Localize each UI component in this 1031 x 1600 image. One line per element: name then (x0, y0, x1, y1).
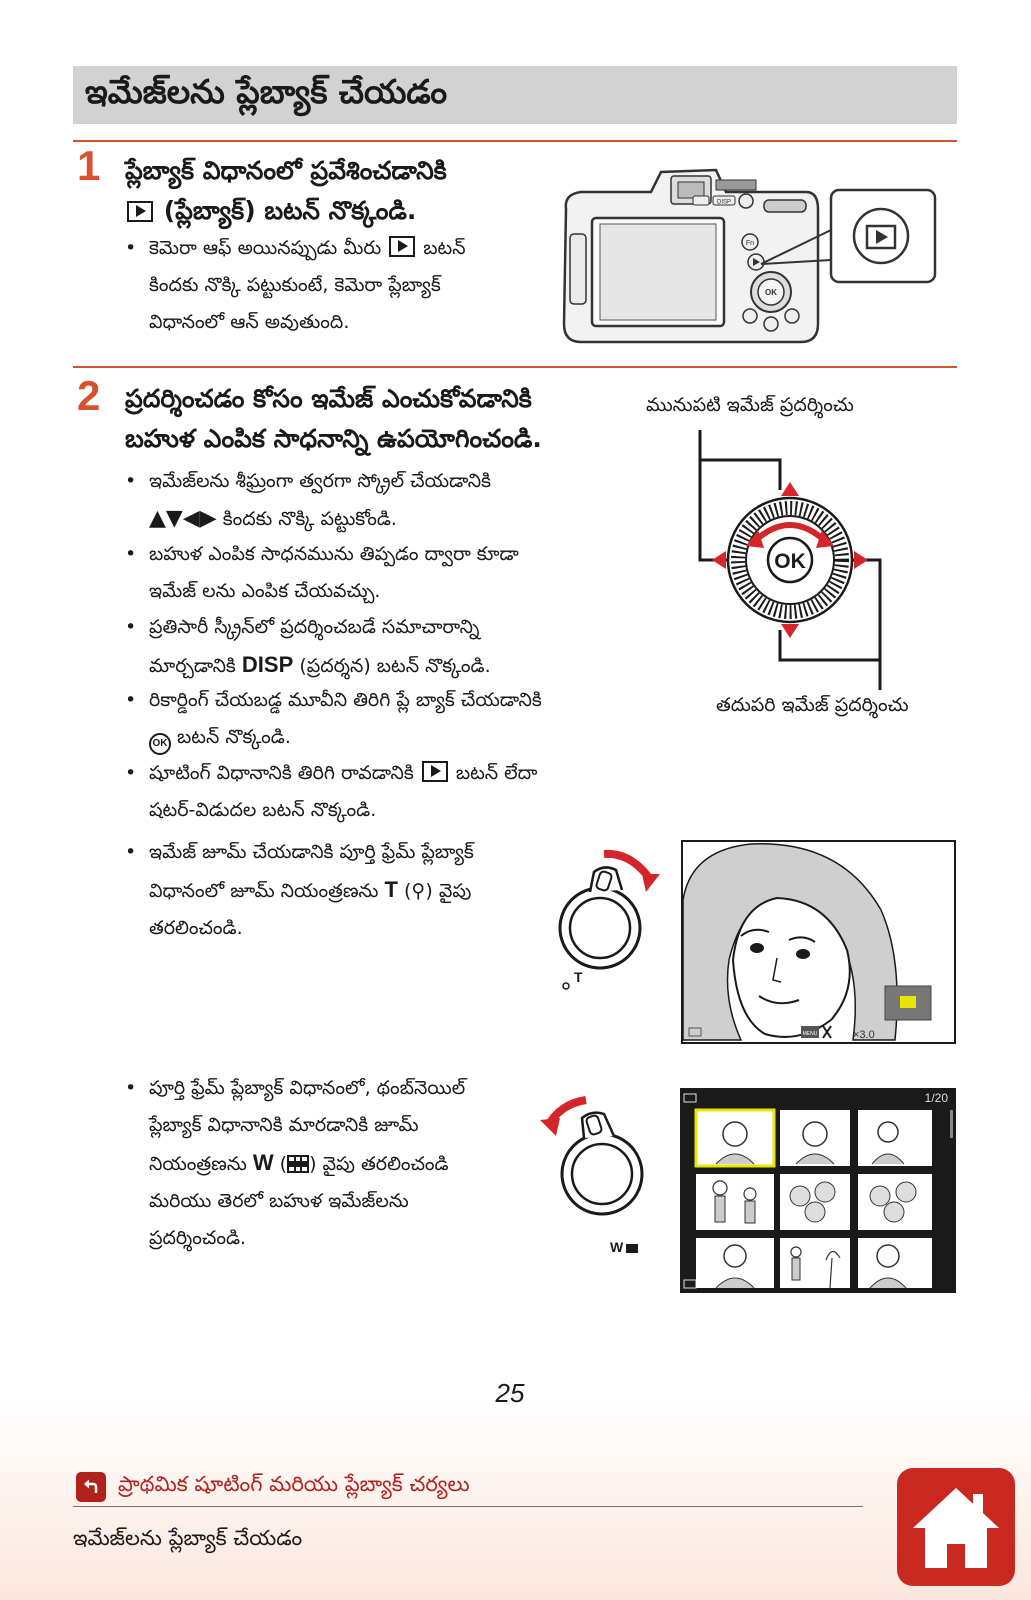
step-2-heading-line2: బహుళ ఎంపిక సాధనాన్ని ఉపయోగించండి. (125, 424, 542, 453)
zoom-in-symbol: (⚲) (404, 880, 433, 902)
home-icon (913, 1488, 999, 1568)
section-divider (73, 366, 957, 368)
zoom-w-label: W (610, 1239, 624, 1255)
dial-ok-label: OK (774, 550, 806, 573)
back-link-label: ప్రాథమిక షూటింగ్ మరియు ప్లేబ్యాక్ చర్యలు (118, 1472, 470, 1496)
fn-label: Fn (746, 240, 754, 247)
playback-icon (127, 201, 153, 222)
section-divider (73, 140, 957, 142)
step-2-bullet-5: • షూటింగ్ విధానానికి తిరిగి రావడానికి బట… (125, 761, 538, 821)
step-1-heading-line2: (ప్లేబ్యాక్) బటన్ నొక్కండి. (125, 192, 416, 230)
multi-selector-dial: OK (698, 430, 882, 690)
thumbnail-playback-screen: 1/20 (680, 1088, 956, 1293)
step-1-number: 1 (77, 142, 101, 189)
step-2-bullet-1: • ఇమేజ్‌లను శీఘ్రంగా త్వరగా స్క్రోల్ చేయ… (125, 470, 492, 531)
playback-icon (389, 236, 416, 257)
thumbnail-row-1 (694, 1108, 932, 1168)
playback-icon (421, 761, 448, 782)
zoom-t-label: T (574, 969, 583, 985)
thumbnail-row-3 (696, 1238, 932, 1289)
menu-tag: MENU (803, 1031, 818, 1037)
zoom-t-key: T (384, 877, 398, 902)
footer-divider (73, 1506, 863, 1507)
zoom-control-w-illustration: W (540, 1096, 644, 1255)
thumbnail-grid-icon (287, 1155, 310, 1173)
step-2-bullet-7: • పూర్తి ఫ్రేమ్ ప్లేబ్యాక్ విధానంలో, థంబ… (125, 1077, 466, 1249)
zoom-factor: ×3.0 (853, 1029, 875, 1041)
step-2-bullet-3: • ప్రతిసారీ స్క్రీన్‌లో ప్రదర్శించబడే సమ… (125, 616, 491, 677)
camera-ok-label: OK (765, 288, 777, 297)
thumbnail-row-2 (696, 1174, 932, 1230)
zoomed-playback-screen: MENU ×3.0 (681, 840, 956, 1044)
disp-label: DISP (717, 200, 731, 206)
step-2-bullet-6: • ఇమేజ్ జూమ్ చేయడానికి పూర్తి ఫ్రేమ్ ప్ల… (125, 841, 474, 939)
zoom-w-key: W (252, 1150, 274, 1175)
footer-background (0, 1400, 1031, 1600)
thumbnail-counter: 1/20 (925, 1091, 949, 1105)
camera-back-illustration: DISP Fn OK (562, 168, 937, 344)
step-1-bullet: • కెమెరా ఆఫ్ అయినప్పుడు మీరు బటన్ కిందకు… (125, 236, 466, 333)
caption-next-image: తదుపరి ఇమేజ్ ప్రదర్శించు (716, 694, 909, 716)
title-bar: ఇమేజ్‌లను ప్లేబ్యాక్ చేయడం (73, 66, 957, 124)
footer-subsection: ఇమేజ్‌లను ప్లేబ్యాక్ చేయడం (73, 1526, 303, 1550)
back-arrow-icon (76, 1472, 106, 1502)
page-title: ఇమేజ్‌లను ప్లేబ్యాక్ చేయడం (85, 71, 448, 111)
step-2-bullet-4: • రికార్డింగ్ చేయబడ్డ మూవీని తిరిగి ప్లే… (125, 682, 542, 756)
caption-previous-image: మునుపటి ఇమేజ్ ప్రదర్శించు (646, 394, 854, 416)
direction-arrows: ▲▼◀▶ (149, 506, 217, 531)
step-1-heading-line1: ప్లేబ్యాక్ విధానంలో ప్రవేశించడానికి (125, 156, 447, 185)
step-2-bullet-2: • బహుళ ఎంపిక సాధనమును తిప్పడం ద్వారా కూడ… (125, 543, 519, 602)
step-2-number: 2 (77, 372, 101, 419)
home-button[interactable] (897, 1468, 1015, 1586)
page-number: 25 (495, 1378, 525, 1408)
ok-button-icon: OK (149, 733, 171, 755)
step-2-heading-line1: ప్రదర్శించడం కోసం ఇమేజ్ ఎంచుకోవడానికి (125, 384, 532, 413)
zoom-control-t-illustration: T (558, 849, 660, 990)
disp-key: DISP (241, 652, 294, 677)
back-link[interactable]: ప్రాథమిక షూటింగ్ మరియు ప్లేబ్యాక్ చర్యలు (76, 1472, 470, 1502)
